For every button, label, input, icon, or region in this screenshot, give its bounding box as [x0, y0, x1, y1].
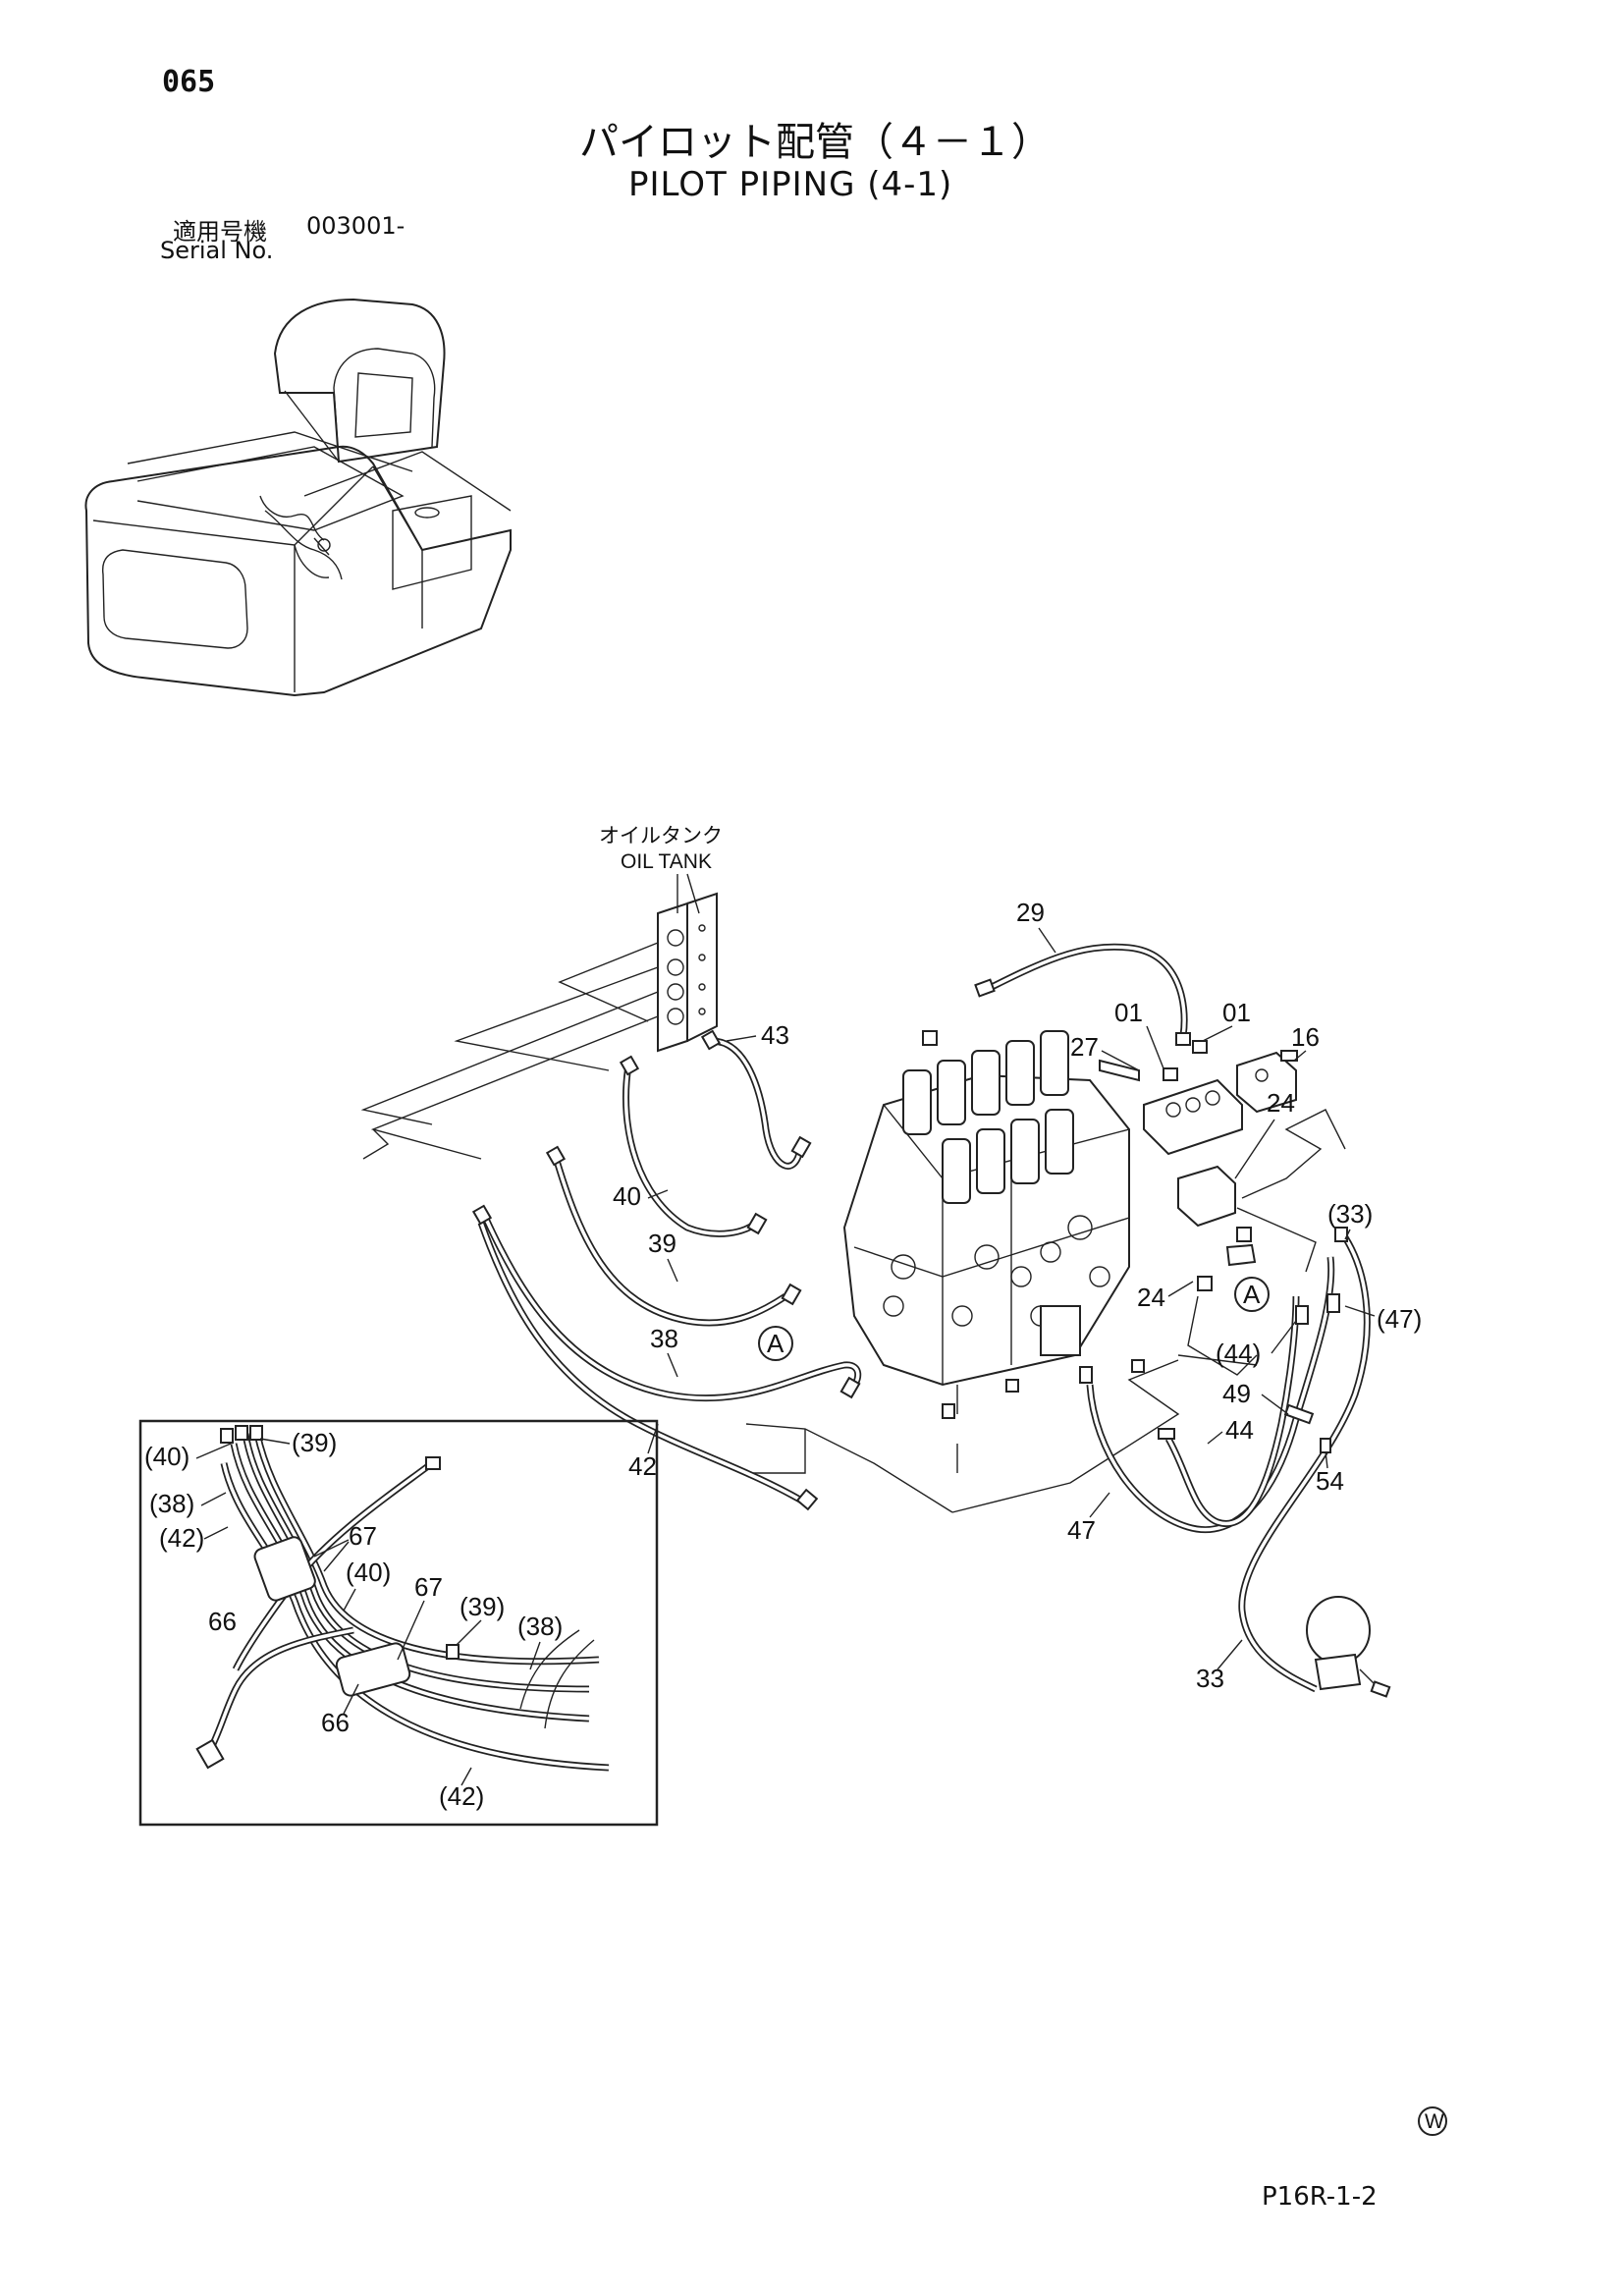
detail-callout-39-mid: (39) [460, 1592, 505, 1621]
view-marker-a-right: A [1243, 1280, 1261, 1309]
callout-39: 39 [648, 1229, 676, 1258]
callout-49: 49 [1222, 1379, 1251, 1408]
title-japanese: パイロット配管（４－１） [579, 120, 1051, 165]
control-valve [842, 1030, 1130, 1387]
callout-42: 42 [628, 1451, 657, 1481]
figure-code: P16R-1-2 [1262, 2182, 1378, 2212]
hose-fittings [471, 978, 1348, 1511]
connection-leader-lines [360, 942, 1346, 1513]
excavator-thumbnail [84, 298, 512, 697]
detail-callout-40-mid: (40) [346, 1558, 391, 1587]
callout-33-ref: (33) [1327, 1199, 1373, 1229]
callout-47: 47 [1067, 1515, 1096, 1545]
callout-38: 38 [650, 1324, 678, 1353]
callout-47-ref: (47) [1377, 1304, 1422, 1334]
detail-callout-39-top: (39) [292, 1428, 337, 1457]
solenoid-valve-unit [1099, 1051, 1297, 1267]
detail-callout-66-top: 66 [208, 1607, 237, 1636]
callout-01-left: 01 [1114, 998, 1143, 1027]
detail-callout-67-mid: 67 [414, 1572, 443, 1602]
accumulator [1306, 1596, 1391, 1698]
callout-24-lower: 24 [1137, 1283, 1165, 1312]
detail-callout-42-bottom: (42) [439, 1781, 484, 1811]
callout-24-upper: 24 [1267, 1088, 1295, 1118]
view-marker-a-left: A [767, 1329, 784, 1358]
detail-callout-38-top: (38) [149, 1489, 194, 1518]
callout-43: 43 [761, 1020, 789, 1050]
serial-number-value: 003001- [306, 212, 406, 240]
serial-label-english: Serial No. [160, 237, 274, 264]
oil-tank-bracket: オイルタンク OIL TANK [599, 825, 723, 1053]
callout-33: 33 [1196, 1664, 1224, 1693]
w-symbol-text: W [1425, 2110, 1444, 2133]
callout-44: 44 [1225, 1415, 1254, 1445]
callout-01-right: 01 [1222, 998, 1251, 1027]
detail-callout-66-bottom: 66 [321, 1708, 350, 1737]
pilot-hoses [477, 943, 1371, 1693]
part-callouts: 29 01 01 27 16 43 24 40 (33) 39 24 (47) … [613, 898, 1422, 1693]
oil-tank-label-ja: オイルタンク [599, 825, 723, 847]
callout-44-ref: (44) [1216, 1339, 1261, 1368]
view-markers: A A [758, 1277, 1270, 1361]
detail-callout-38-mid: (38) [517, 1612, 563, 1641]
page-number: 065 [162, 65, 216, 99]
oil-tank-label-en: OIL TANK [621, 850, 712, 873]
detail-callout-67-top: 67 [349, 1521, 377, 1551]
detail-callout-40-top: (40) [144, 1442, 189, 1471]
callout-29: 29 [1016, 898, 1045, 927]
title-english: PILOT PIPING (4-1) [628, 165, 953, 204]
w-symbol-mark: W [1418, 2106, 1447, 2136]
serial-label-japanese: 適用号機 [173, 218, 267, 246]
callout-27: 27 [1070, 1032, 1099, 1062]
callout-16: 16 [1291, 1022, 1320, 1052]
detail-callout-42-top: (42) [159, 1523, 204, 1553]
callout-40: 40 [613, 1181, 641, 1211]
detail-view-inset: (40) (39) (38) (42) 67 (40) 66 67 (39) (… [138, 1419, 659, 1827]
callout-54: 54 [1316, 1466, 1344, 1496]
